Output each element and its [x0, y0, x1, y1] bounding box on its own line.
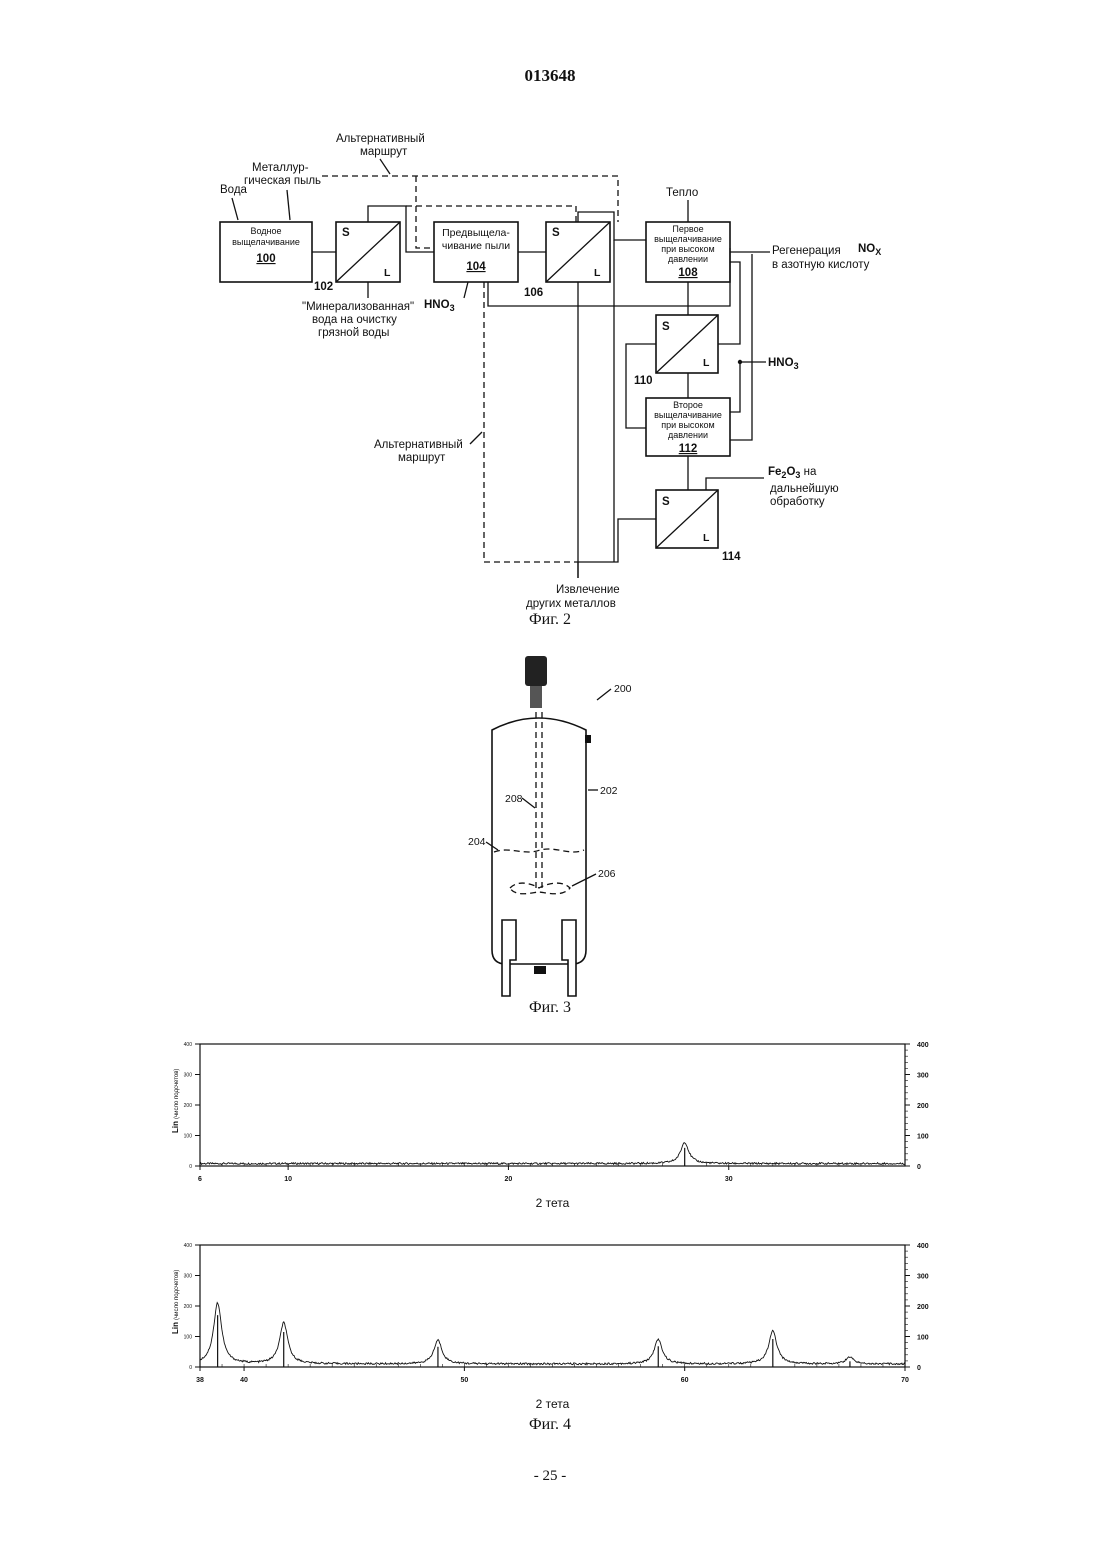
- y-tick-label-left: 400: [184, 1243, 193, 1249]
- y-tick-label-right: 200: [917, 1304, 929, 1311]
- y-tick-label-left: 200: [184, 1304, 193, 1310]
- y-axis-label-small: (число подсчетов): [174, 1270, 180, 1320]
- fig4-caption: Фиг. 4: [0, 1416, 1100, 1434]
- x-axis-label: 2 тета: [536, 1397, 570, 1411]
- y-tick-label-right: 100: [917, 1335, 929, 1342]
- xrd-trace: [200, 1303, 905, 1365]
- x-tick-label: 70: [901, 1377, 909, 1384]
- y-tick-label-left: 300: [184, 1274, 193, 1280]
- y-axis-label: Lin: [171, 1322, 180, 1334]
- x-tick-label: 50: [460, 1377, 468, 1384]
- x-tick-label: 60: [681, 1377, 689, 1384]
- x-tick-label: 40: [240, 1377, 248, 1384]
- y-tick-label-right: 0: [917, 1365, 921, 1372]
- page-number: - 25 -: [0, 1468, 1100, 1485]
- y-tick-label-left: 100: [184, 1335, 193, 1341]
- chart-frame: [200, 1245, 905, 1367]
- y-tick-label-right: 400: [917, 1243, 929, 1250]
- y-tick-label-right: 300: [917, 1274, 929, 1281]
- y-tick-label-left: 0: [189, 1365, 192, 1371]
- x-tick-label: 38: [196, 1377, 204, 1384]
